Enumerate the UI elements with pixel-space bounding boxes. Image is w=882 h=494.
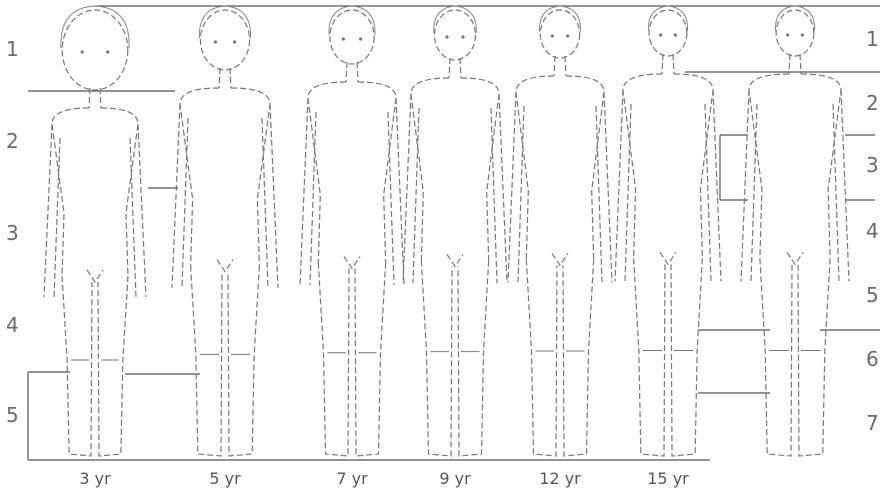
- torso: [308, 82, 396, 262]
- neck: [346, 62, 358, 82]
- neck: [789, 54, 801, 74]
- age-label-12: 12 yr: [539, 469, 581, 488]
- figures: [44, 6, 849, 456]
- right-eye: [674, 33, 677, 36]
- hair: [61, 6, 129, 48]
- age-label-15: 15 yr: [647, 469, 689, 488]
- left-eye: [214, 40, 217, 43]
- right-eye: [359, 37, 362, 40]
- hair: [329, 6, 375, 35]
- left-scale-3: 3: [6, 221, 19, 245]
- legs: [318, 256, 385, 456]
- torso: [516, 76, 604, 259]
- figure-3: [300, 6, 404, 456]
- torso: [180, 88, 270, 266]
- hair: [199, 6, 250, 38]
- legs: [760, 252, 830, 456]
- legs: [421, 254, 488, 456]
- right-scale: 1 2 3 4 5 6 7: [866, 27, 879, 435]
- left-scale-5: 5: [6, 403, 19, 427]
- arms: [172, 104, 278, 288]
- head: [62, 10, 128, 90]
- right-eye: [106, 50, 109, 53]
- legs: [191, 260, 260, 456]
- head: [330, 10, 374, 64]
- neck: [449, 58, 461, 78]
- figure-6: [615, 6, 721, 456]
- figure-4: [403, 6, 507, 456]
- age-label-3: 3 yr: [79, 469, 111, 488]
- arms: [44, 124, 146, 297]
- right-eye: [233, 40, 236, 43]
- left-eye: [445, 35, 448, 38]
- arms: [741, 90, 849, 281]
- arms: [508, 92, 612, 282]
- hair: [434, 6, 477, 33]
- neck: [662, 54, 674, 74]
- torso: [749, 74, 841, 258]
- arms: [300, 98, 404, 285]
- head: [435, 10, 476, 60]
- left-eye: [81, 50, 84, 53]
- left-scale-2: 2: [6, 129, 19, 153]
- age-label-9: 9 yr: [439, 469, 471, 488]
- head: [200, 10, 249, 70]
- torso: [52, 108, 138, 276]
- left-scale-1: 1: [6, 37, 19, 61]
- head: [540, 10, 579, 58]
- right-scale-7: 7: [866, 411, 879, 435]
- right-scale-3: 3: [866, 153, 879, 177]
- figure-2: [172, 6, 278, 456]
- legs: [634, 252, 703, 456]
- torso: [411, 78, 499, 260]
- legs: [62, 270, 128, 456]
- torso: [623, 74, 713, 258]
- right-scale-6: 6: [866, 347, 879, 371]
- right-scale-4: 4: [866, 219, 879, 243]
- right-scale-5: 5: [866, 283, 879, 307]
- left-eye: [786, 33, 789, 36]
- left-scale-4: 4: [6, 313, 19, 337]
- head: [649, 10, 687, 56]
- age-label-5: 5 yr: [209, 469, 241, 488]
- hair: [775, 6, 814, 31]
- left-eye: [551, 34, 554, 37]
- figure-7: [741, 6, 849, 456]
- left-eye: [659, 33, 662, 36]
- age-labels: 3 yr 5 yr 7 yr 9 yr 12 yr 15 yr: [79, 469, 689, 488]
- right-scale-1: 1: [866, 27, 879, 51]
- right-eye: [461, 35, 464, 38]
- hair: [648, 6, 687, 31]
- arms: [615, 90, 721, 281]
- neck: [219, 68, 231, 88]
- figure-1: [44, 6, 146, 456]
- age-label-7: 7 yr: [336, 469, 368, 488]
- right-scale-2: 2: [866, 91, 879, 115]
- right-eye: [801, 33, 804, 36]
- neck: [554, 56, 566, 76]
- left-eye: [342, 37, 345, 40]
- arms: [403, 94, 507, 283]
- figure-5: [508, 6, 612, 456]
- right-eye: [566, 34, 569, 37]
- left-scale: 1 2 3 4 5: [6, 37, 19, 427]
- legs: [526, 253, 593, 456]
- head: [776, 10, 814, 56]
